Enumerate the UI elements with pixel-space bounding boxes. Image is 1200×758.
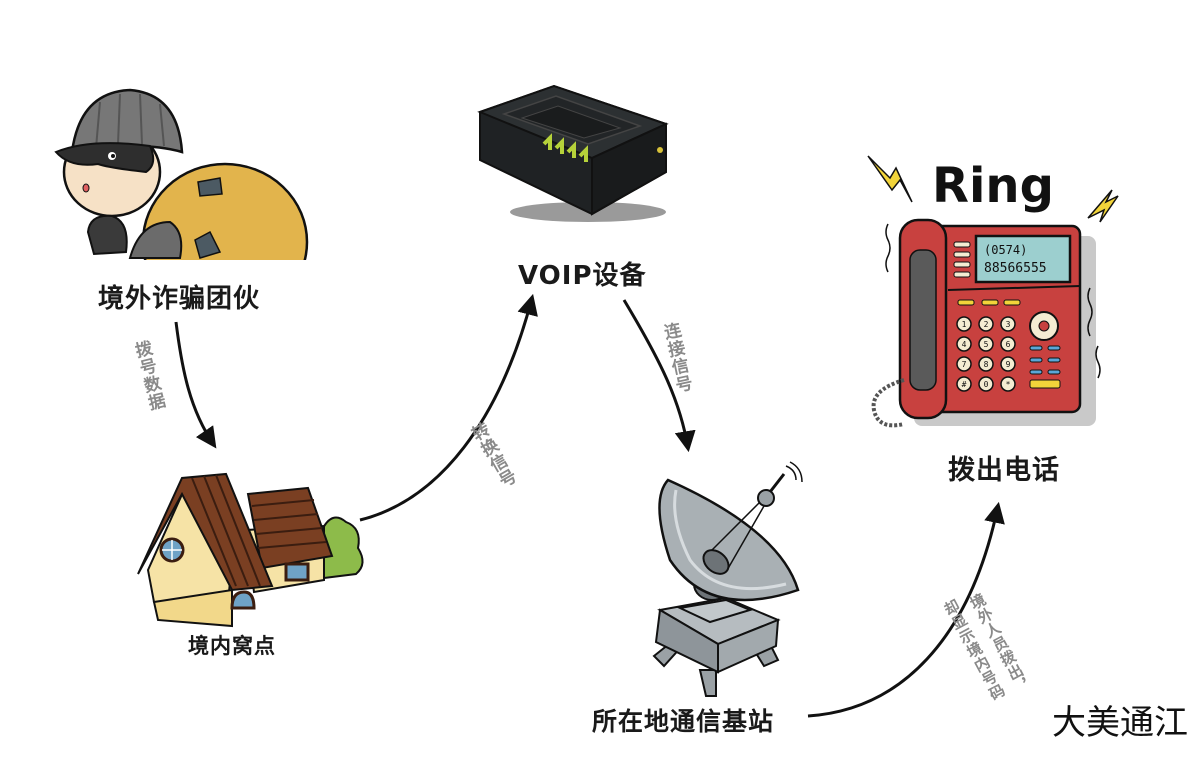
- house-icon: [137, 472, 364, 628]
- telephone-icon: Ring (0574) 88566555 1 2 3 4 5 6 7 8 9 #0 *: [867, 155, 1119, 428]
- keypad-key: [956, 356, 972, 372]
- keypad-key: [1000, 336, 1016, 352]
- lightning-right-icon: [1087, 189, 1119, 223]
- keypad-key-label: *: [1006, 380, 1011, 389]
- keypad-key: [1000, 376, 1016, 392]
- keypad-key-label: 9: [1006, 360, 1011, 369]
- phone-display-number: 88566555: [984, 261, 1047, 276]
- keypad-key-label: 1: [962, 320, 967, 329]
- keypad-key: [956, 376, 972, 392]
- arrow-den-to-voip: [359, 293, 538, 522]
- node-label-fraud-group: 境外诈骗团伙: [98, 284, 261, 314]
- watermark: 大美通江: [1052, 703, 1188, 743]
- arrow-station-to-phone: [807, 501, 1005, 718]
- keypad-key: [956, 336, 972, 352]
- keypad-key-label: 0: [984, 380, 989, 389]
- arrow-voip-to-station: [622, 299, 696, 453]
- keypad-key: [978, 376, 994, 392]
- keypad-key-label: 7: [962, 360, 967, 369]
- phone-display-area-code: (0574): [984, 243, 1027, 257]
- keypad-key-label: 2: [984, 320, 989, 329]
- status-led-icons: [542, 133, 588, 162]
- node-label-outgoing-call: 拨出电话: [948, 455, 1060, 486]
- keypad-key-label: 6: [1006, 340, 1011, 349]
- keypad: 1 2 3 4 5 6 7 8 9 #0 *: [956, 316, 1016, 392]
- ring-text: Ring: [932, 158, 1054, 214]
- keypad-key-label: 8: [984, 360, 989, 369]
- keypad-key-label: 5: [984, 340, 989, 349]
- node-label-voip: VOIP设备: [518, 261, 647, 291]
- keypad-key: [978, 336, 994, 352]
- keypad-key: [1000, 316, 1016, 332]
- keypad-key: [978, 316, 994, 332]
- keypad-key-label: #: [962, 380, 967, 389]
- voip-device-icon: [477, 84, 669, 222]
- keypad-key: [956, 316, 972, 332]
- lightning-left-icon: [867, 155, 913, 203]
- node-label-base-station: 所在地通信基站: [592, 707, 775, 736]
- arrow-fraud-to-den: [174, 321, 217, 449]
- keypad-key: [1000, 356, 1016, 372]
- keypad-key-label: 3: [1006, 320, 1011, 329]
- keypad-key: [978, 356, 994, 372]
- satellite-dish-icon: [652, 461, 803, 697]
- keypad-key-label: 4: [962, 340, 967, 349]
- thief-icon: [50, 88, 310, 282]
- node-label-domestic-den: 境内窝点: [188, 634, 276, 658]
